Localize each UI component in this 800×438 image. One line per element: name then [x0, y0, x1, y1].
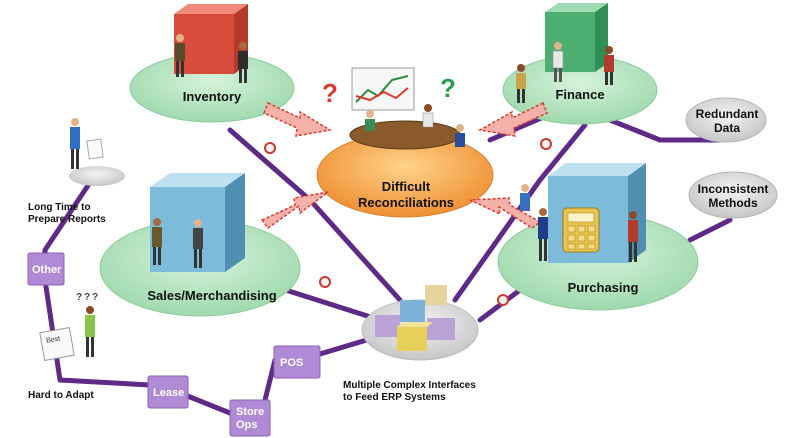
- lease-box: [147, 375, 189, 409]
- svg-text:?: ?: [84, 292, 90, 303]
- person-icon: [552, 42, 564, 82]
- person-icon: [85, 306, 95, 357]
- question-mark-right-icon: ?: [440, 73, 456, 103]
- pos-box-label: POS: [280, 357, 304, 369]
- arrow-finance: [477, 101, 548, 137]
- hard-to-adapt-label: Hard to Adapt: [28, 390, 94, 401]
- purchasing-label: Purchasing: [567, 280, 639, 295]
- arrow-purchasing: [469, 197, 542, 229]
- valve-3: [319, 276, 331, 288]
- purchasing-cube-icon: [548, 163, 646, 263]
- store-ops-box-label: Store Ops: [236, 406, 264, 432]
- interfaces-line-2: to Feed ERP Systems: [343, 392, 446, 403]
- reconciliations-line-1: Difficult: [381, 179, 431, 194]
- store-ops-box: [229, 399, 271, 437]
- long-time-line-2: Prepare Reports: [28, 214, 106, 225]
- calculator-icon: [562, 207, 600, 253]
- long-time-base: [69, 166, 125, 186]
- person-icon: [70, 118, 80, 169]
- svg-text:?: ?: [92, 292, 98, 303]
- reconciliations-line-2: Reconciliations: [357, 195, 455, 210]
- paper-stack-icon: [86, 138, 104, 160]
- sales-merchandising-label: Sales/Merchandising: [147, 288, 277, 303]
- person-icon: [455, 124, 465, 147]
- redundant-data-label: Redundant Data: [696, 107, 759, 135]
- person-icon: [193, 219, 203, 268]
- best-sign-label: Best: [46, 335, 61, 344]
- person-icon: [152, 218, 162, 265]
- person-icon: [365, 110, 375, 131]
- person-icon: [175, 34, 185, 77]
- inventory-label: Inventory: [182, 89, 242, 104]
- interfaces-label: Multiple Complex Interfaces to Feed ERP …: [343, 380, 476, 404]
- inconsistent-methods-line-1: Inconsistent: [697, 182, 769, 196]
- sales-cube-icon: [150, 173, 245, 272]
- person-icon: [604, 46, 614, 85]
- person-icon: [538, 208, 548, 261]
- person-icon: [422, 104, 434, 128]
- store-ops-line-2: Ops: [236, 419, 258, 431]
- long-time-label: Long Time to Prepare Reports: [28, 202, 106, 226]
- inventory-cube-icon: [174, 4, 248, 74]
- svg-text:?: ?: [76, 292, 82, 303]
- arrow-inventory: [263, 101, 333, 137]
- inconsistent-methods-label: Inconsistent Methods: [698, 182, 769, 210]
- redundant-data-line-1: Redundant: [695, 107, 759, 121]
- small-question-marks-icon: ? ? ?: [76, 292, 98, 303]
- valve-4: [497, 294, 509, 306]
- inconsistent-methods-line-2: Methods: [708, 196, 758, 210]
- other-box-label: Other: [32, 264, 62, 276]
- finance-label: Finance: [555, 87, 605, 102]
- other-box: [27, 252, 65, 286]
- people-figures: [70, 34, 638, 357]
- best-sign-icon: Best: [39, 327, 75, 361]
- interfaces-line-1: Multiple Complex Interfaces: [343, 380, 476, 391]
- person-icon: [238, 42, 248, 83]
- pos-box: [273, 345, 321, 379]
- person-icon: [516, 64, 526, 103]
- lease-box-label: Lease: [153, 387, 185, 399]
- person-icon: [520, 184, 530, 211]
- valve-2: [540, 138, 552, 150]
- process-boxes: [27, 252, 321, 437]
- red-arrows: [260, 101, 548, 230]
- redundant-data-line-2: Data: [713, 121, 741, 135]
- valve-1: [264, 142, 276, 154]
- question-mark-left-icon: ?: [322, 78, 338, 108]
- store-ops-line-1: Store: [236, 406, 265, 418]
- redundant-pill: [685, 97, 767, 143]
- arrow-sales: [260, 191, 329, 230]
- person-icon: [628, 211, 638, 262]
- valves: [264, 138, 552, 306]
- long-time-line-1: Long Time to: [28, 202, 91, 213]
- reconciliations-label: Difficult Reconciliations: [358, 179, 454, 211]
- hub-cubes-icon: [375, 285, 455, 351]
- inconsistent-pill: [688, 171, 778, 219]
- pipe-finance-hub: [452, 122, 588, 303]
- chart-board-icon: [351, 67, 415, 111]
